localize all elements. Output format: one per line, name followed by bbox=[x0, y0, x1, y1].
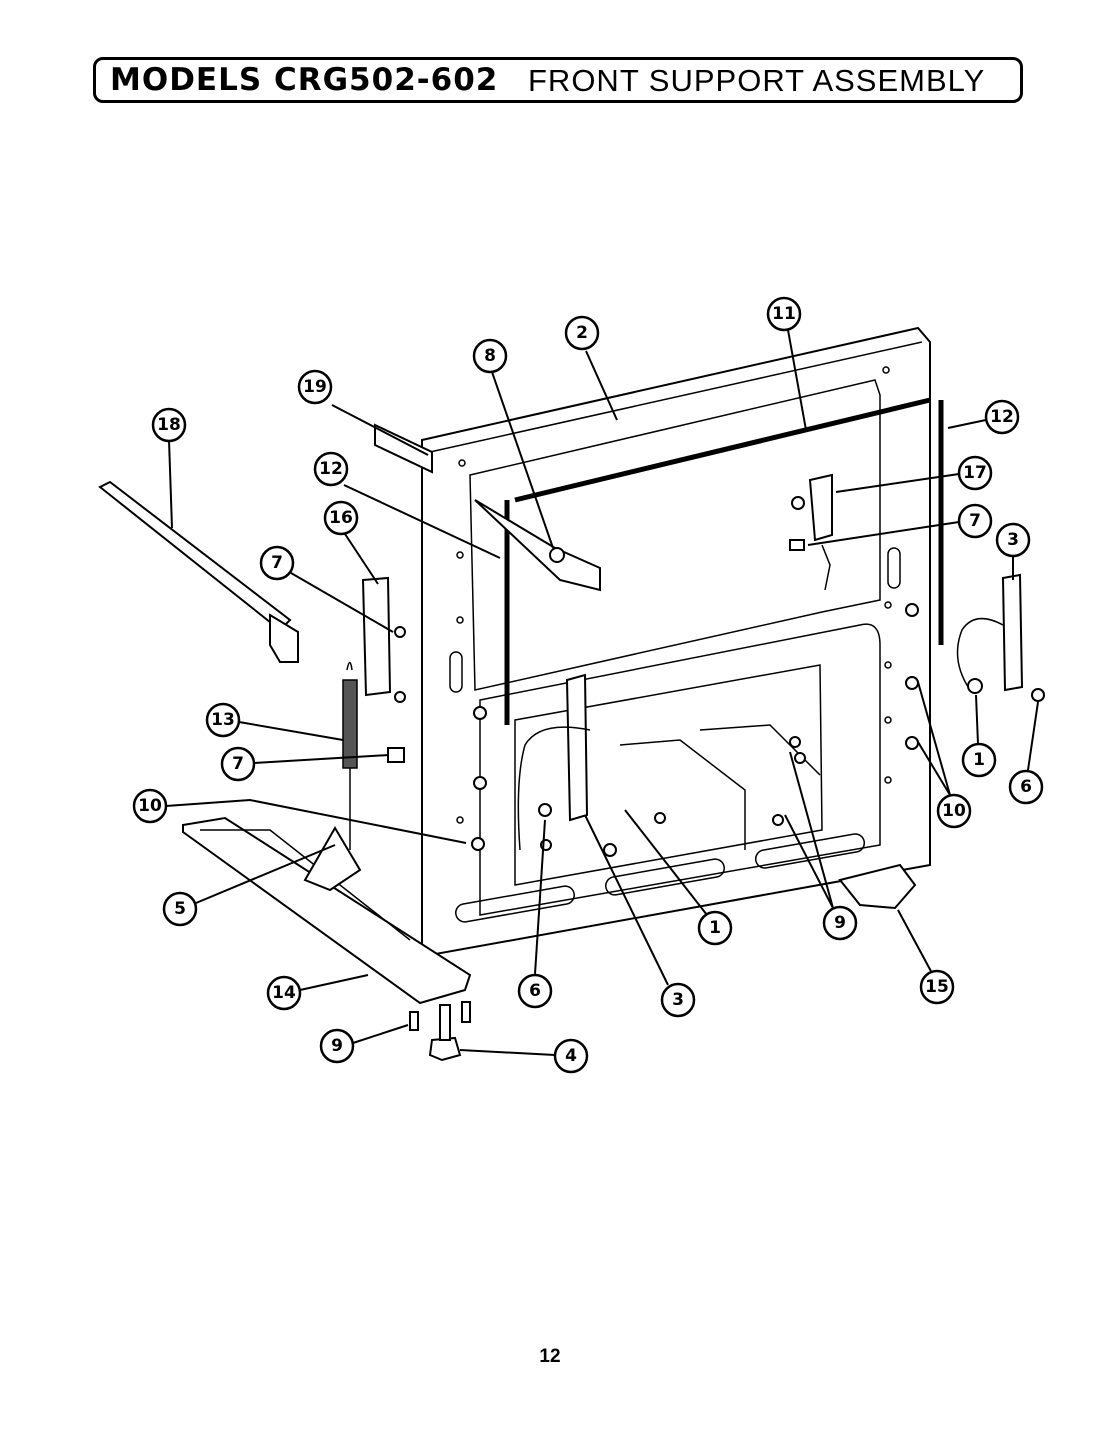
callout-3-center: 3 bbox=[660, 982, 696, 1018]
svg-text:11: 11 bbox=[772, 304, 796, 324]
svg-text:3: 3 bbox=[1007, 530, 1019, 550]
svg-text:15: 15 bbox=[925, 977, 949, 997]
svg-text:12: 12 bbox=[990, 407, 1014, 427]
models-label: MODELS CRG502-602 bbox=[110, 62, 499, 98]
svg-text:10: 10 bbox=[138, 796, 162, 816]
base-foot-15 bbox=[838, 863, 917, 910]
spring-13 bbox=[342, 661, 358, 850]
svg-text:19: 19 bbox=[303, 377, 327, 397]
latch-bracket-17 bbox=[789, 473, 833, 591]
svg-text:4: 4 bbox=[565, 1046, 577, 1066]
callout-4: 4 bbox=[553, 1038, 589, 1074]
bracket-19 bbox=[374, 423, 433, 474]
assembly-title: FRONT SUPPORT ASSEMBLY bbox=[528, 63, 986, 98]
svg-text:13: 13 bbox=[211, 710, 235, 730]
callout-9-center: 9 bbox=[822, 905, 858, 941]
leveling-foot-4 bbox=[428, 1004, 462, 1062]
title-box: MODELS CRG502-602 FRONT SUPPORT ASSEMBLY bbox=[93, 57, 1023, 103]
callout-11: 11 bbox=[766, 296, 802, 332]
svg-text:5: 5 bbox=[174, 899, 186, 919]
callout-8: 8 bbox=[472, 338, 508, 374]
clip-7-left bbox=[387, 747, 405, 763]
svg-text:7: 7 bbox=[271, 553, 283, 573]
svg-text:1: 1 bbox=[709, 918, 721, 938]
hinge-right-3 bbox=[956, 573, 1045, 702]
svg-text:7: 7 bbox=[232, 754, 244, 774]
screws bbox=[409, 603, 919, 1031]
callout-6-center: 6 bbox=[517, 973, 553, 1009]
callout-7-left: 7 bbox=[259, 545, 295, 581]
callout-15: 15 bbox=[919, 969, 955, 1005]
callout-14: 14 bbox=[266, 975, 302, 1011]
callout-3-right: 3 bbox=[995, 522, 1031, 558]
svg-text:9: 9 bbox=[331, 1036, 343, 1056]
front-support-frame bbox=[421, 326, 931, 957]
base-rail-14 bbox=[182, 816, 472, 1005]
hinge-arm-18 bbox=[98, 480, 299, 663]
callout-7-right: 7 bbox=[957, 503, 993, 539]
svg-text:6: 6 bbox=[1020, 777, 1032, 797]
callout-12-right: 12 bbox=[984, 399, 1020, 435]
callout-13: 13 bbox=[205, 702, 241, 738]
callout-1-right: 1 bbox=[961, 742, 997, 778]
svg-text:8: 8 bbox=[484, 346, 496, 366]
roller-bracket-8 bbox=[474, 499, 601, 592]
svg-text:10: 10 bbox=[942, 801, 966, 821]
callout-12-left: 12 bbox=[313, 451, 349, 487]
callout-6-right: 6 bbox=[1008, 769, 1044, 805]
callout-18: 18 bbox=[151, 407, 187, 443]
svg-text:3: 3 bbox=[672, 990, 684, 1010]
svg-text:9: 9 bbox=[834, 913, 846, 933]
svg-text:7: 7 bbox=[969, 511, 981, 531]
page-number: 12 bbox=[539, 1346, 561, 1367]
leader-lines bbox=[165, 329, 1039, 1056]
callout-1-center: 1 bbox=[697, 910, 733, 946]
door-seal-top bbox=[514, 397, 931, 503]
callout-5: 5 bbox=[162, 891, 198, 927]
hinge-left-16 bbox=[361, 576, 406, 703]
callout-10-left: 10 bbox=[132, 788, 168, 824]
svg-text:17: 17 bbox=[963, 463, 987, 483]
svg-text:1: 1 bbox=[973, 750, 985, 770]
svg-text:14: 14 bbox=[272, 983, 296, 1003]
svg-text:12: 12 bbox=[319, 459, 343, 479]
callout-7-lower: 7 bbox=[220, 746, 256, 782]
hinge-center-3 bbox=[517, 673, 591, 851]
svg-text:2: 2 bbox=[576, 323, 588, 343]
callout-19: 19 bbox=[297, 369, 333, 405]
callout-10-right: 10 bbox=[936, 793, 972, 829]
svg-text:18: 18 bbox=[157, 415, 181, 435]
svg-text:16: 16 bbox=[329, 508, 353, 528]
callout-9-left: 9 bbox=[319, 1028, 355, 1064]
callout-17: 17 bbox=[957, 455, 993, 491]
svg-text:6: 6 bbox=[529, 981, 541, 1001]
callout-2: 2 bbox=[564, 315, 600, 351]
callout-16: 16 bbox=[323, 500, 359, 536]
